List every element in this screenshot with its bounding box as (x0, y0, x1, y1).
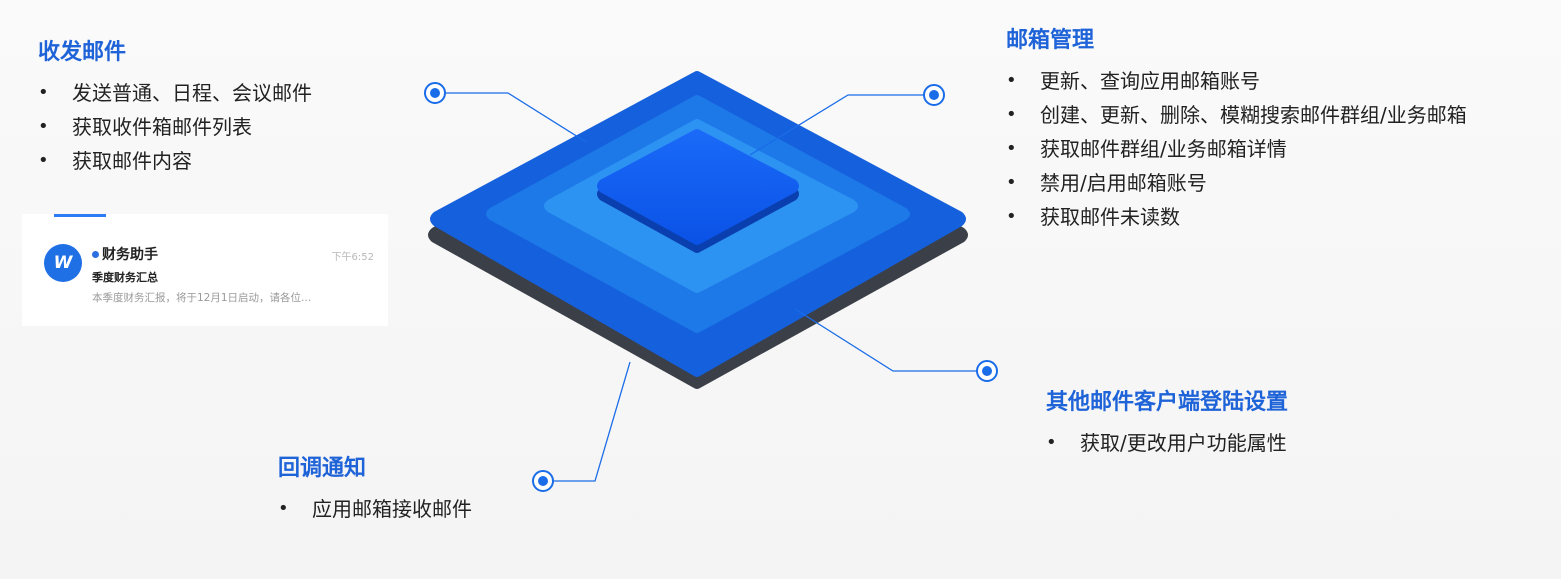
notification-sender: 财务助手 (102, 247, 158, 263)
section-send-mail: 收发邮件 发送普通、日程、会议邮件 获取收件箱邮件列表 获取邮件内容 (38, 40, 312, 178)
section-mailbox-management: 邮箱管理 更新、查询应用邮箱账号 创建、更新、删除、模糊搜索邮件群组/业务邮箱 … (1006, 28, 1467, 234)
connector-callback (543, 361, 631, 482)
send-mail-list: 发送普通、日程、会议邮件 获取收件箱邮件列表 获取邮件内容 (38, 76, 312, 178)
connector-other (794, 308, 987, 372)
notification-subject: 季度财务汇总 (92, 271, 158, 284)
section-title-mailbox-management: 邮箱管理 (1006, 28, 1095, 53)
connector-manage (749, 94, 934, 156)
platform-core (597, 129, 799, 245)
section-title-other-client-login: 其他邮件客户端登陆设置 (1046, 390, 1289, 415)
section-title-callback-notification: 回调通知 (278, 456, 367, 481)
mail-notification-card[interactable]: W 财务助手 下午6:52 季度财务汇总 本季度财务汇报，将于12月1日启动，请… (22, 214, 388, 326)
section-title-send-mail: 收发邮件 (38, 40, 127, 65)
target-marker-send (424, 82, 446, 104)
list-item: 创建、更新、删除、模糊搜索邮件群组/业务邮箱 (1006, 98, 1467, 132)
section-other-client-login: 其他邮件客户端登陆设置 获取/更改用户功能属性 (1046, 390, 1288, 460)
target-marker-manage (923, 84, 945, 106)
notification-time: 下午6:52 (331, 252, 374, 263)
list-item: 获取邮件群组/业务邮箱详情 (1006, 132, 1467, 166)
list-item: 获取/更改用户功能属性 (1046, 426, 1288, 460)
callback-notification-list: 应用邮箱接收邮件 (278, 492, 472, 526)
list-item: 获取邮件未读数 (1006, 200, 1467, 234)
notification-preview: 本季度财务汇报，将于12月1日启动，请各位... (92, 292, 312, 304)
unread-dot-icon (92, 251, 99, 258)
list-item: 禁用/启用邮箱账号 (1006, 166, 1467, 200)
notification-tab-indicator (54, 214, 106, 217)
connector-send (435, 92, 587, 143)
list-item: 更新、查询应用邮箱账号 (1006, 64, 1467, 98)
list-item: 发送普通、日程、会议邮件 (38, 76, 312, 110)
list-item: 获取收件箱邮件列表 (38, 110, 312, 144)
app-logo-icon: W (44, 244, 82, 282)
target-marker-callback (532, 470, 554, 492)
list-item: 获取邮件内容 (38, 144, 312, 178)
mailbox-management-list: 更新、查询应用邮箱账号 创建、更新、删除、模糊搜索邮件群组/业务邮箱 获取邮件群… (1006, 64, 1467, 234)
other-client-login-list: 获取/更改用户功能属性 (1046, 426, 1288, 460)
list-item: 应用邮箱接收邮件 (278, 492, 472, 526)
section-callback-notification: 回调通知 应用邮箱接收邮件 (278, 456, 472, 526)
target-marker-other (976, 360, 998, 382)
